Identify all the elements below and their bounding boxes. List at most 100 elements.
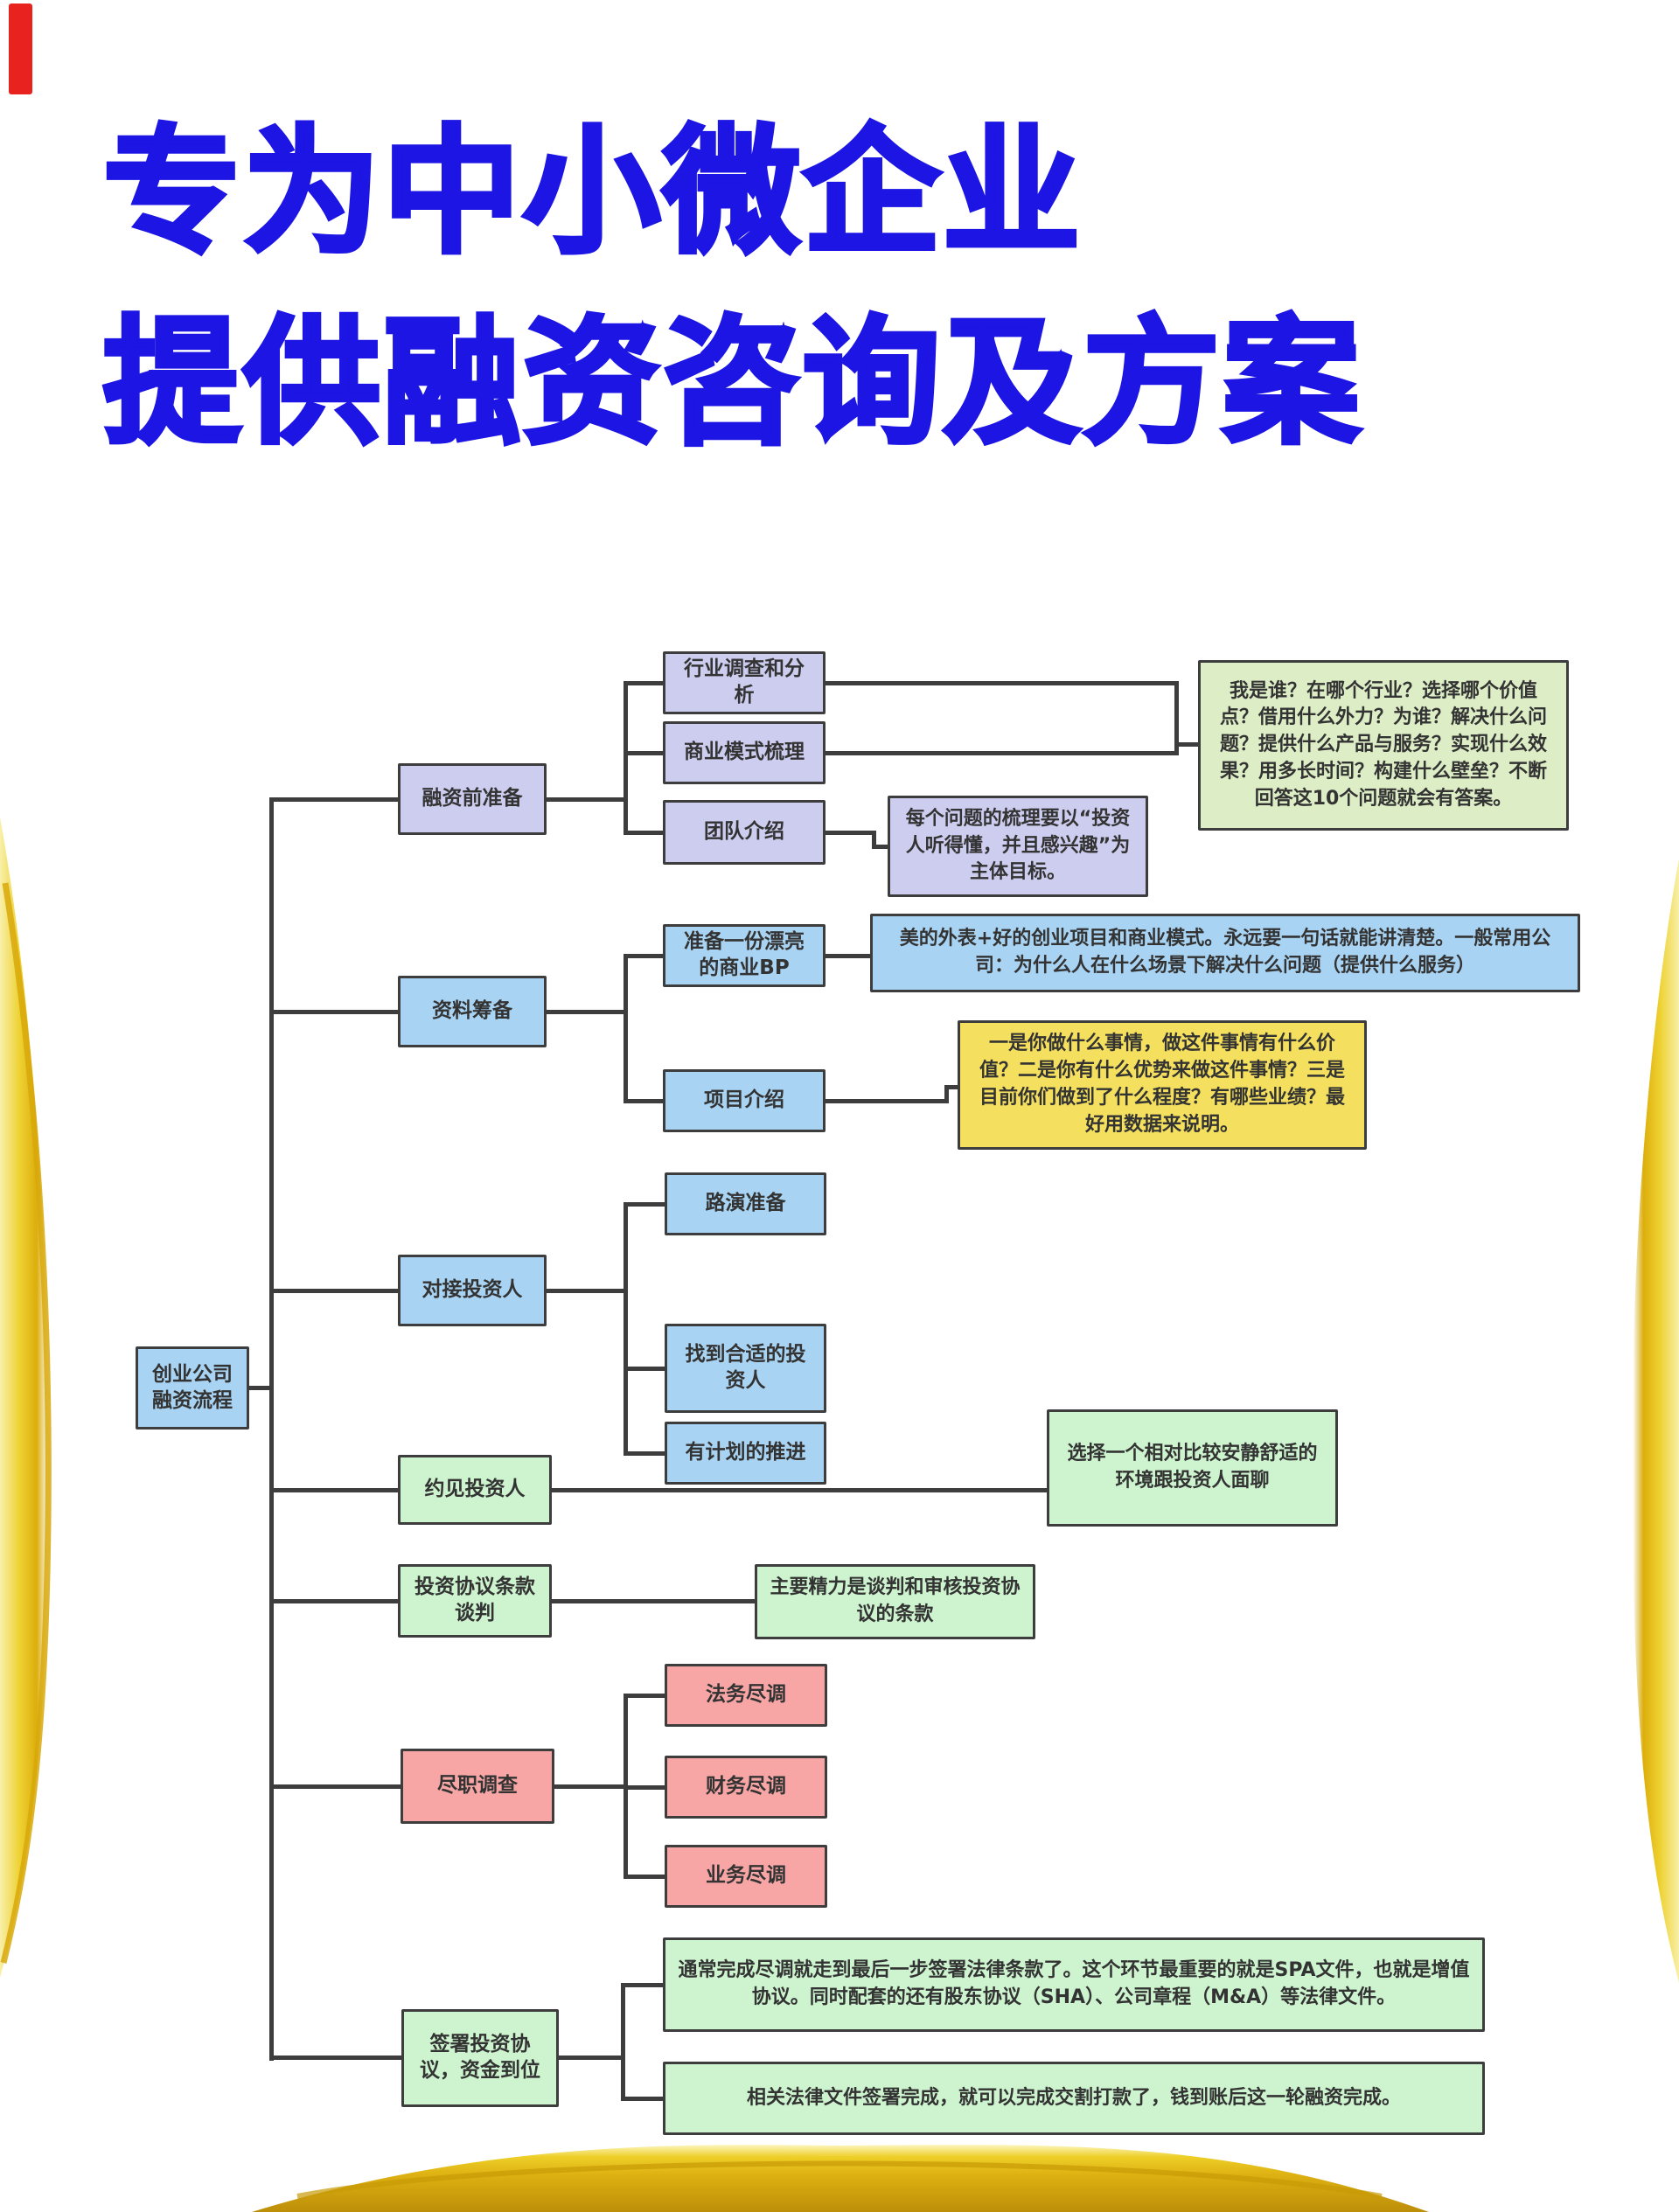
note-negotiation-focus: 主要精力是谈判和审核投资协议的条款 — [755, 1564, 1035, 1639]
connector-branch3 — [274, 1289, 398, 1293]
child-business-dd: 业务尽调 — [665, 1845, 827, 1908]
note-text: 相关法律文件签署完成，就可以完成交割打款了，钱到账后这一轮融资完成。 — [746, 2086, 1401, 2109]
connector-j6-c1 — [624, 1694, 666, 1698]
page-title-line2: 提供融资咨询及方案 — [101, 302, 1363, 466]
child-label: 业务尽调 — [706, 1864, 786, 1888]
connector-j3-c3 — [624, 1451, 666, 1456]
child-label: 有计划的推进 — [685, 1441, 806, 1464]
child-label: 行业调查和分析 — [684, 657, 805, 706]
note-text: 我是谁？在哪个行业？选择哪个价值点？借用什么外力？为谁？解决什么问题？提供什么产… — [1219, 679, 1547, 810]
connector-j6-c3 — [624, 1875, 666, 1879]
child-planned-advance: 有计划的推进 — [665, 1422, 826, 1485]
branch-label: 尽职调查 — [437, 1774, 518, 1798]
child-label: 商业模式梳理 — [684, 741, 805, 764]
child-label: 法务尽调 — [706, 1683, 786, 1707]
connector-j2-c1 — [624, 954, 665, 958]
note-text: 一是你做什么事情，做这件事情有什么价值？二是你有什么优势来做这件事情？三是目前你… — [979, 1033, 1345, 1136]
child-label: 路演准备 — [705, 1192, 786, 1215]
branch-materials-prep: 资料筹备 — [398, 976, 547, 1047]
connector-negonote — [552, 1599, 755, 1603]
child-team-intro: 团队介绍 — [663, 800, 826, 865]
note-bp-tip: 美的外表+好的创业项目和商业模式。永远要一句话就能讲清楚。一般常用公司：为什么人… — [870, 914, 1580, 992]
child-business-model: 商业模式梳理 — [663, 721, 826, 784]
connector-branch1 — [274, 797, 398, 802]
note-text: 选择一个相对比较安静舒适的环境跟投资人面聊 — [1067, 1443, 1318, 1492]
connector-trunk — [269, 797, 274, 2061]
branch-pre-financing-prep: 融资前准备 — [398, 763, 547, 835]
gold-band-left — [0, 817, 50, 1978]
child-business-bp: 准备一份漂亮的商业BP — [663, 924, 826, 987]
note-ten-questions: 我是谁？在哪个行业？选择哪个价值点？借用什么外力？为谁？解决什么问题？提供什么产… — [1198, 660, 1569, 831]
branch-label: 投资协议条款谈判 — [415, 1576, 535, 1624]
connector-j1-v — [624, 681, 628, 835]
connector-j1-c2 — [624, 751, 665, 755]
note-text: 每个问题的梳理要以“投资人听得懂，并且感兴趣”为主体目标。 — [905, 807, 1131, 884]
branch-sign-agreement: 签署投资协议，资金到位 — [401, 2009, 559, 2107]
note-text: 主要精力是谈判和审核投资协议的条款 — [770, 1576, 1021, 1625]
branch-label: 签署投资协议，资金到位 — [420, 2033, 540, 2082]
connector-projectnote-v — [944, 1085, 949, 1103]
child-industry-research: 行业调查和分析 — [663, 651, 826, 714]
connector-j7-c1 — [621, 1983, 663, 1987]
gold-band-right — [1631, 859, 1679, 1983]
connector-j3-v — [624, 1202, 628, 1456]
node-root: 创业公司融资流程 — [136, 1346, 249, 1429]
branch-investor-matching: 对接投资人 — [398, 1255, 547, 1326]
note-team-goal: 每个问题的梳理要以“投资人听得懂，并且感兴趣”为主体目标。 — [888, 796, 1148, 897]
connector-j2-c2 — [624, 1099, 665, 1103]
connector-meetnote — [552, 1488, 1047, 1492]
connector-branch5 — [274, 1599, 398, 1603]
connector-j7-h — [559, 2055, 623, 2060]
connector-j7-v — [621, 1983, 625, 2101]
connector-j1-c1 — [624, 681, 665, 685]
connector-teamnote-v — [872, 831, 876, 849]
page-title: 专为中小微企业 提供融资咨询及方案 — [101, 98, 1363, 479]
connector-questions-v — [1174, 681, 1179, 755]
branch-label: 融资前准备 — [421, 787, 523, 810]
child-label: 找到合适的投资人 — [685, 1343, 806, 1392]
child-label: 财务尽调 — [706, 1775, 786, 1798]
connector-root-link — [249, 1386, 271, 1390]
connector-branch6 — [274, 1784, 401, 1789]
node-root-label: 创业公司融资流程 — [152, 1362, 233, 1412]
connector-branch2 — [274, 1010, 398, 1014]
connector-questions-h1 — [826, 681, 1179, 685]
note-project-points: 一是你做什么事情，做这件事情有什么价值？二是你有什么优势来做这件事情？三是目前你… — [958, 1020, 1367, 1150]
branch-label: 对接投资人 — [421, 1278, 523, 1302]
child-label: 团队介绍 — [704, 820, 784, 844]
connector-bpnote — [826, 954, 870, 958]
child-label: 项目介绍 — [704, 1089, 784, 1112]
connector-j6-h — [554, 1784, 625, 1789]
note-sign-legal-docs: 通常完成尽调就走到最后一步签署法律条款了。这个环节最重要的就是SPA文件，也就是… — [663, 1937, 1485, 2032]
connector-j1-h — [547, 797, 625, 802]
gold-arc-bottom — [296, 2160, 1383, 2199]
child-label: 准备一份漂亮的商业BP — [684, 930, 805, 979]
child-legal-dd: 法务尽调 — [665, 1664, 827, 1727]
connector-j3-c1 — [624, 1202, 666, 1207]
connector-j1-c3 — [624, 831, 665, 835]
connector-j7-c2 — [621, 2097, 663, 2101]
branch-due-diligence: 尽职调查 — [401, 1749, 554, 1824]
gold-arc-left — [0, 882, 52, 1964]
gold-band-bottom — [252, 2145, 1429, 2212]
connector-questions-in — [1174, 742, 1198, 747]
connector-j3-c2 — [624, 1367, 666, 1371]
connector-projectnote-h1 — [826, 1099, 948, 1103]
red-corner-mark — [9, 3, 32, 94]
child-roadshow-prep: 路演准备 — [665, 1172, 826, 1235]
branch-label: 资料筹备 — [432, 999, 512, 1023]
child-financial-dd: 财务尽调 — [665, 1756, 827, 1819]
child-project-intro: 项目介绍 — [663, 1069, 826, 1132]
note-sign-complete: 相关法律文件签署完成，就可以完成交割打款了，钱到账后这一轮融资完成。 — [663, 2062, 1485, 2135]
connector-teamnote-h2 — [872, 845, 888, 849]
note-text: 美的外表+好的创业项目和商业模式。永远要一句话就能讲清楚。一般常用公司：为什么人… — [899, 928, 1551, 977]
branch-meet-investors: 约见投资人 — [398, 1455, 552, 1525]
connector-branch7 — [274, 2055, 401, 2060]
connector-questions-h2 — [826, 751, 1179, 755]
branch-terms-negotiation: 投资协议条款谈判 — [398, 1564, 552, 1638]
connector-teamnote-h1 — [826, 831, 876, 835]
connector-j2-h — [547, 1010, 625, 1014]
child-find-investors: 找到合适的投资人 — [665, 1324, 826, 1413]
